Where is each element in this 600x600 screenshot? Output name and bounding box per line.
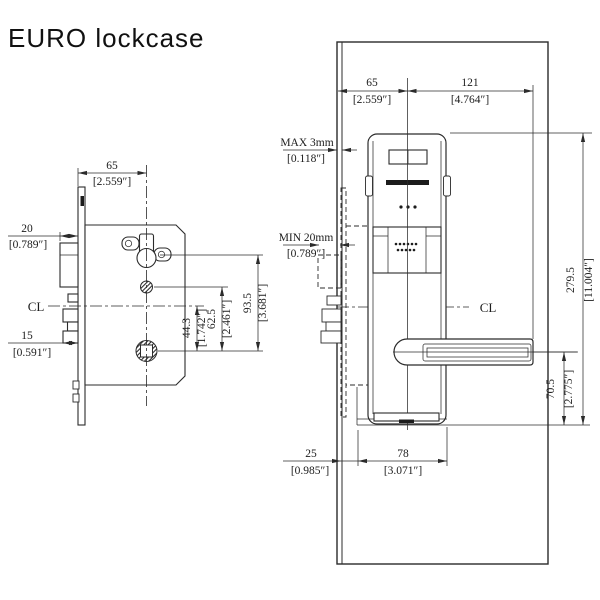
- dim-edge-offset-25: 25 [0.985″]: [283, 448, 358, 477]
- dim-label-mm: 93.5: [242, 293, 254, 313]
- dim-hub-span-62: 62.5 [2.461″]: [206, 287, 233, 351]
- follower-right-ear-hole: [157, 250, 166, 259]
- dim-label-in: [2.775″]: [563, 370, 575, 408]
- dim-label-in: [3.071″]: [384, 465, 422, 477]
- dim-total-93: 93.5 [3.681″]: [242, 255, 269, 351]
- dim-label-mm: 62.5: [206, 309, 218, 329]
- dim-label-mm: MIN 20mm: [279, 232, 334, 244]
- dim-backset-65-front: 65 [2.559″]: [338, 77, 408, 106]
- follower-left-ear: [121, 236, 140, 251]
- dim-handle-121: 121 [4.764″]: [407, 77, 534, 339]
- dim-label-in: [0.985″]: [291, 465, 329, 477]
- dim-label-mm: 65: [106, 160, 118, 172]
- dim-label-in: [11.004″]: [583, 258, 595, 302]
- hidden-latch-box: [317, 254, 342, 289]
- auxiliary-bolt-front: [326, 295, 342, 306]
- dim-label-in: [3.681″]: [257, 284, 269, 322]
- dim-deadbolt-15: 15 [0.591″]: [8, 330, 78, 359]
- dim-height-279: 279.5 [11.004″]: [450, 132, 595, 425]
- faceplate-screw-slot: [80, 196, 84, 206]
- dim-label-mm: 65: [366, 77, 378, 89]
- deadbolt-step: [62, 308, 79, 323]
- deadbolt: [62, 330, 79, 344]
- front-view: CL: [279, 41, 595, 565]
- dim-label-mm: 78: [397, 448, 409, 460]
- handle-lever: [393, 338, 577, 366]
- latch-bolt: [59, 242, 79, 288]
- dim-label-mm: 121: [461, 77, 479, 89]
- faceplate-tab: [72, 380, 80, 390]
- dim-label-in: [0.789″]: [287, 248, 325, 260]
- side-clip-right: [443, 175, 451, 197]
- auxiliary-bolt: [67, 293, 79, 303]
- dim-label-mm: 20: [21, 223, 33, 235]
- handle-grip-outline: [422, 343, 532, 362]
- usb-port: [399, 419, 414, 423]
- cylinder-follower: [121, 233, 172, 269]
- lockcase-body: [84, 224, 186, 386]
- dim-latch-20: 20 [0.789″]: [8, 223, 78, 251]
- dim-label-in: [2.461″]: [221, 300, 233, 338]
- dim-label-in: [2.559″]: [353, 94, 391, 106]
- dim-cl-to-hub-44: 44.3 [1.742″]: [181, 306, 208, 351]
- side-view: CL 65 [2.559″] 20 [0.789″] 15 [0.591″]: [8, 160, 269, 426]
- dim-label-in: [0.118″]: [287, 153, 325, 165]
- centerline-label: CL: [28, 299, 45, 314]
- dim-label-mm: MAX 3mm: [280, 137, 333, 149]
- side-clip-left: [365, 175, 373, 197]
- keypad-dots: [394, 242, 418, 252]
- follower-left-ear-hole: [124, 239, 133, 248]
- dim-min-edge-20mm: MIN 20mm [0.789″]: [279, 232, 355, 260]
- dim-label-in: [4.764″]: [451, 94, 489, 106]
- dim-backset-65: 65 [2.559″]: [77, 160, 147, 188]
- indicator-dots: [399, 205, 417, 209]
- dim-label-mm: 279.5: [565, 267, 577, 293]
- dim-label-mm: 15: [21, 330, 33, 342]
- dim-label-mm: 44.3: [181, 318, 193, 338]
- escutcheon-body: [367, 133, 447, 425]
- dim-body-width-78: 78 [3.071″]: [358, 448, 447, 477]
- dim-max-gap-3mm: MAX 3mm [0.118″]: [280, 137, 357, 165]
- follower-right-ear: [153, 247, 172, 262]
- dim-label-in: [1.742″]: [196, 309, 208, 347]
- dim-label-in: [0.591″]: [13, 347, 51, 359]
- dim-label-mm: 25: [305, 448, 317, 460]
- deadbolt-front: [320, 330, 342, 344]
- deadbolt-front: [321, 308, 342, 323]
- keypad-panel: [372, 226, 442, 274]
- faceplate-tab: [72, 393, 80, 403]
- deadbolt-step: [66, 321, 79, 332]
- page-title: EURO lockcase: [8, 23, 205, 53]
- dim-handle-bottom-70: 70.5 [2.775″]: [533, 351, 578, 425]
- centerline-label: CL: [480, 300, 497, 315]
- deadbolt-step-front: [325, 321, 342, 332]
- dim-label-in: [0.789″]: [9, 239, 47, 251]
- dim-label-in: [2.559″]: [93, 176, 131, 188]
- handle-grip-inset: [426, 347, 529, 358]
- dim-label-mm: 70.5: [545, 379, 557, 399]
